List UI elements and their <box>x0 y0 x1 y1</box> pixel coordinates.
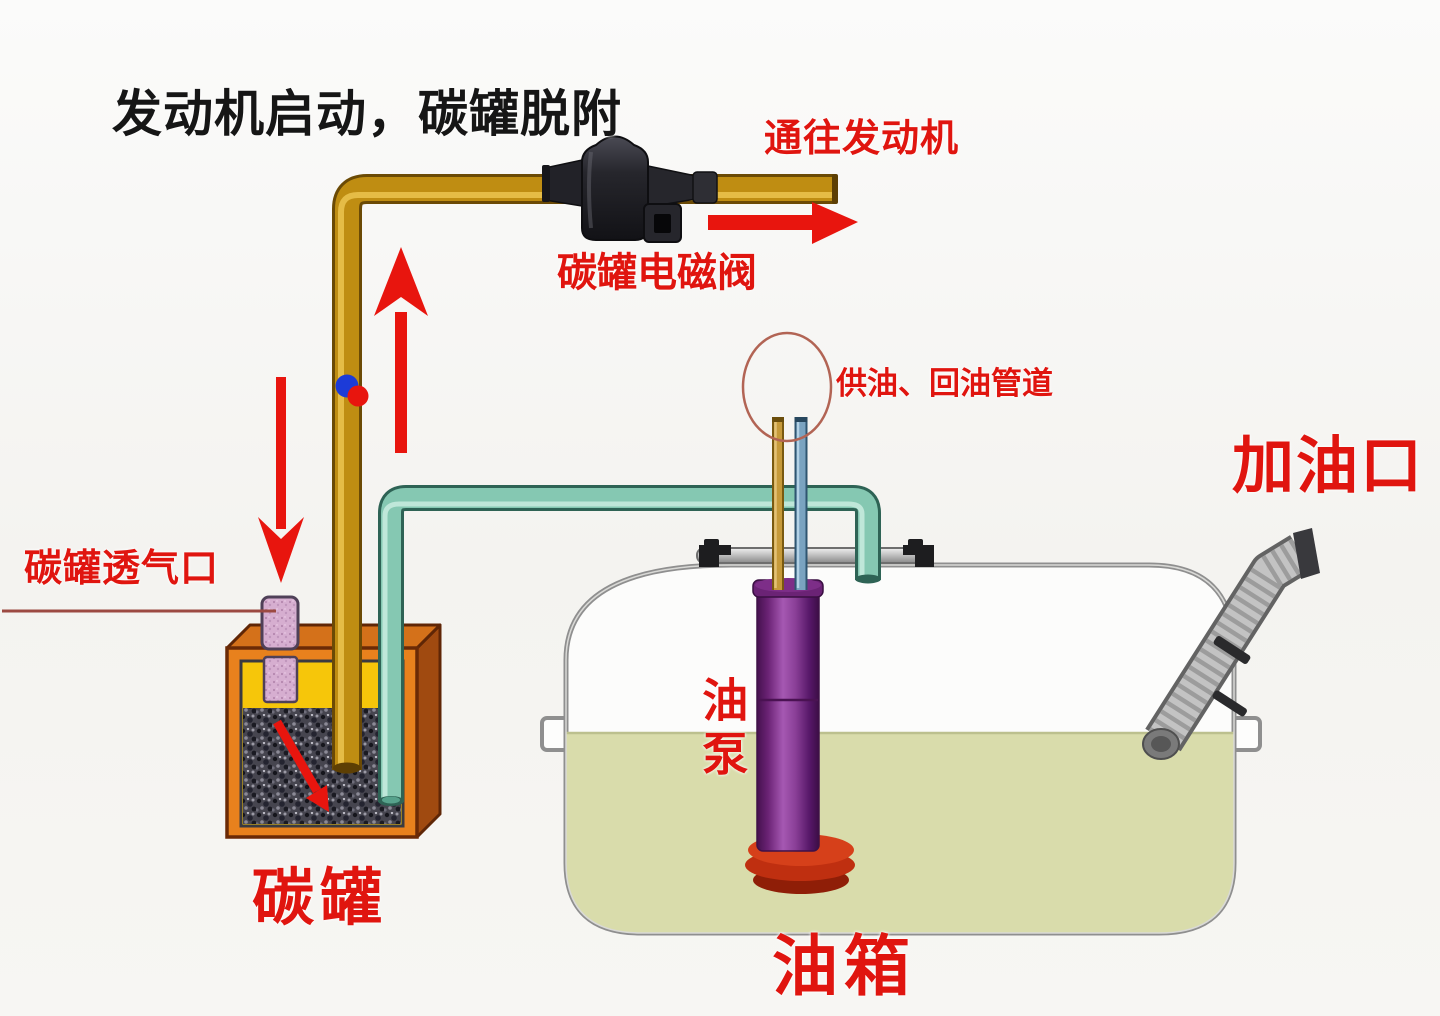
fuel-pump-label: 油泵 <box>696 676 749 784</box>
filler-neck-cap <box>1293 528 1320 579</box>
filler-clamp-upper <box>1213 636 1251 664</box>
filler-pipe <box>1142 528 1320 760</box>
fuel-return-pipe <box>794 417 808 590</box>
valve-body <box>581 135 649 241</box>
filler-clamp-lower <box>1212 690 1247 717</box>
solenoid-valve <box>542 135 718 243</box>
breather-pipe-teal <box>378 485 881 806</box>
flow-arrow-up <box>374 247 428 453</box>
vapor-pipe-end-engine <box>832 174 838 204</box>
solenoid-valve-label: 碳罐电磁阀 <box>557 251 757 295</box>
fuel-pump <box>745 578 855 894</box>
supply-return-pipes-label: 供油、回油管道 <box>836 366 1053 401</box>
filler-pipe-corrugation <box>1148 538 1310 750</box>
fuel-level <box>566 733 1234 933</box>
flange-plate <box>696 547 934 564</box>
canister-vent-label: 碳罐透气口 <box>24 548 220 590</box>
vapor-pipe-end-canister <box>333 762 361 774</box>
valve-outlet-tip <box>692 171 718 204</box>
marker-dot-red <box>347 385 369 407</box>
valve-connector-socket <box>654 214 671 233</box>
tank-flange <box>696 539 934 567</box>
flange-clip-left <box>699 545 731 567</box>
teal-pipe-end-tank <box>855 574 881 584</box>
pump-body <box>756 584 820 852</box>
filler-port-label: 加油口 <box>1232 432 1425 501</box>
fuel-tank-label: 油箱 <box>772 929 916 1003</box>
page-title: 发动机启动，碳罐脱附 <box>112 86 622 142</box>
valve-inlet-nozzle <box>544 159 583 207</box>
flow-arrow-to-engine <box>708 202 858 244</box>
flange-clip-right <box>903 545 934 567</box>
valve-outlet-cone <box>647 165 697 208</box>
annotations <box>2 202 858 812</box>
flow-arrow-into-charcoal <box>273 719 329 812</box>
annotation-circle <box>741 331 833 443</box>
canister-label: 碳罐 <box>252 864 389 933</box>
to-engine-label: 通往发动机 <box>764 118 960 160</box>
vapor-pipe-gold <box>332 174 838 774</box>
fuel-tank <box>540 562 1262 936</box>
fuel-supply-pipe <box>772 417 784 590</box>
flow-arrow-down <box>258 377 304 583</box>
canister-vent-port <box>260 595 300 651</box>
canister-side-face <box>415 623 442 839</box>
canister-vent-inner <box>262 655 299 704</box>
